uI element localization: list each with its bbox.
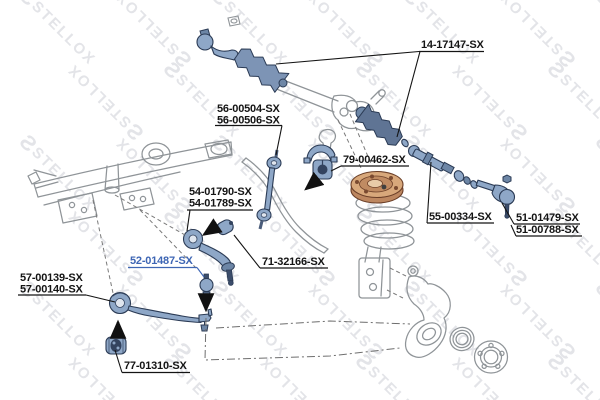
strut-mount-seat [350,170,404,204]
part-number-text[interactable]: 51-00788-SX [516,224,580,236]
stabilizer-bushing-bracket[interactable] [303,144,338,180]
leader-line [330,165,342,172]
inner-tie-rod[interactable] [407,144,479,190]
knuckle-hub-assembly [404,265,509,374]
leader-line [114,349,123,373]
leader-line [196,267,205,278]
part-number-text[interactable]: 77-01310-SX [124,360,188,372]
outer-tie-rod-end[interactable] [475,174,516,219]
part-number-text[interactable]: 54-01790-SX [189,186,253,198]
side-rod[interactable] [108,291,213,332]
leader-line [85,294,116,303]
guide-rod-bushing[interactable] [215,218,235,237]
leader-line [501,202,515,225]
assembly-reference-lines [92,194,411,361]
steering-rack-boot-left[interactable] [234,48,290,93]
part-number-text[interactable]: 57-00140-SX [20,284,84,296]
part-number-text[interactable]: 71-32166-SX [262,256,326,268]
leader-line [186,209,191,232]
stabilizer-bar [241,157,329,254]
leader-line [275,50,420,65]
strut-spring-assembly [337,113,415,299]
steering-rack-boot-right[interactable] [354,103,409,148]
part-label-52-01487-SX-selected[interactable]: 52-01487-SX [128,255,205,278]
part-label-79-00462-SX[interactable]: 79-00462-SX [330,154,409,172]
part-label-77-01310-SX[interactable]: 77-01310-SX [114,349,190,374]
part-label-14-17147-SX[interactable]: 14-17147-SX [275,39,485,138]
part-number-text[interactable]: 52-01487-SX [130,255,194,267]
subframe-crossmember [27,139,233,224]
leader-line [396,51,421,138]
part-number-text[interactable]: 54-01789-SX [189,198,253,210]
assembly-arrows [109,171,325,339]
guide-rod-arm[interactable] [182,228,236,286]
part-number-text[interactable]: 56-00504-SX [217,103,281,115]
part-label-71-32166-SX[interactable]: 71-32166-SX [233,234,328,269]
leader-line [426,161,432,224]
part-number-text[interactable]: 55-00334-SX [429,211,493,223]
stabilizer-link[interactable] [256,149,282,230]
part-number-text[interactable]: 79-00462-SX [343,154,407,166]
part-number-text[interactable]: 57-00139-SX [20,272,84,284]
part-number-text[interactable]: 56-00506-SX [217,115,281,127]
part-number-text[interactable]: 51-01479-SX [516,212,580,224]
leader-line [510,224,517,237]
steering-rack-tie-rod-end-left[interactable] [196,28,239,61]
side-rod-bushing[interactable] [105,336,127,355]
side-rod-tie-rod-end[interactable] [199,273,214,298]
part-number-text[interactable]: 14-17147-SX [421,39,485,51]
steering-rack-housing [227,15,386,151]
leader-line [275,125,283,156]
part-label-55-00334-SX[interactable]: 55-00334-SX [426,161,494,224]
leader-line [233,234,261,269]
